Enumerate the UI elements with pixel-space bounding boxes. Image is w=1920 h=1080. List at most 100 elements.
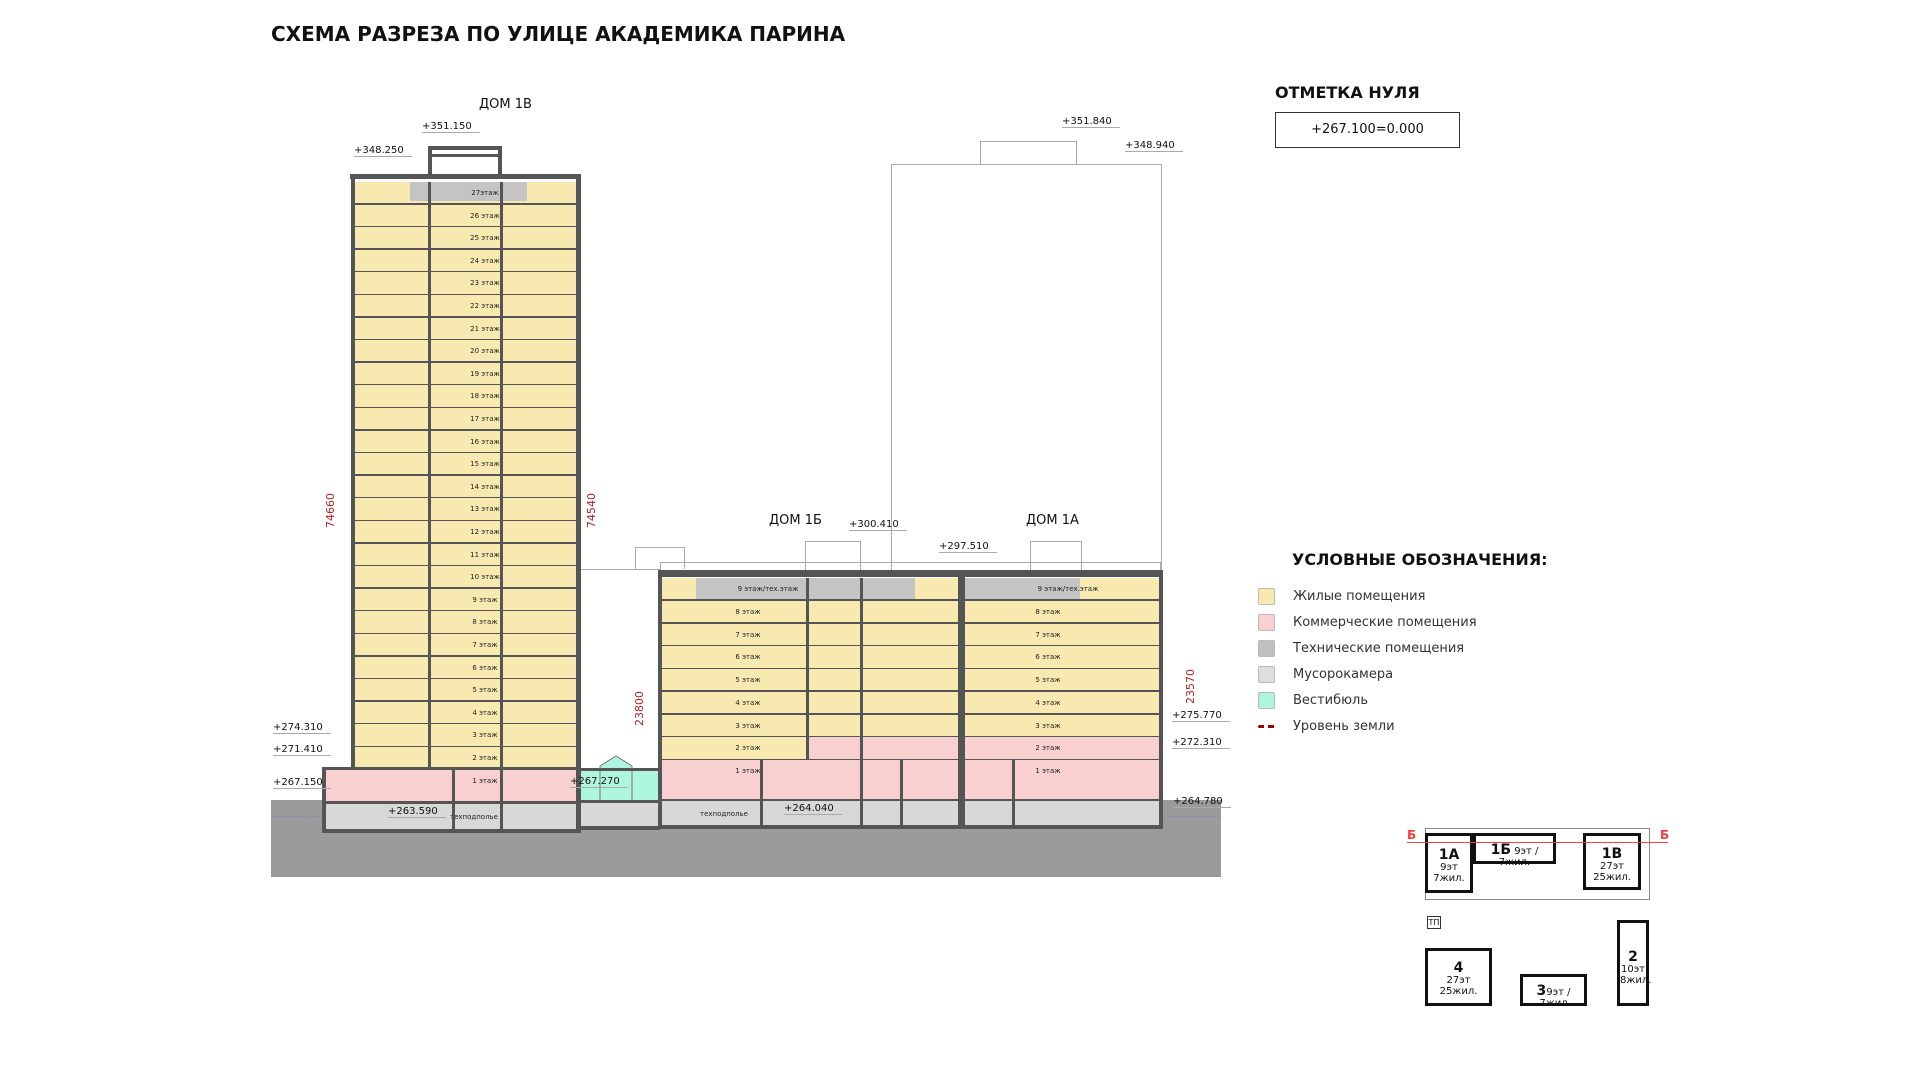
floor-label: 8 этаж [735,607,761,616]
elevation-mark: +297.510 [939,541,997,553]
floor-label: 20 этаж [470,347,500,356]
floor-label: 2 этаж [1035,744,1061,753]
mid-floor-segment [660,669,1161,692]
floor-label: 27этаж [471,189,499,197]
tower-floor: 4 этаж [353,701,578,725]
elevation-mark: +274.310 [273,722,331,734]
mid-floor-segment [961,578,1080,601]
basement-label: техподполье [450,813,498,821]
floor-label: 12 этаж [470,528,500,536]
tower-floor: 27этаж [353,182,578,205]
floor-label: 2 этаж [472,754,498,762]
tower-floor: 25 этаж [353,227,578,250]
legend-item: Уровень земли [1258,717,1395,735]
dimension-74540: 74540 [585,493,598,528]
floor-label: 25 этаж [470,234,500,243]
tower-floor: 9 этаж [353,588,578,612]
connector-box [635,547,685,569]
legend-label: Технические помещения [1293,640,1465,656]
elevation-mark: +267.270 [570,776,628,788]
tower-floor: 3 этаж [353,724,578,747]
roof-box-1b [805,541,861,570]
party-wall [958,570,965,829]
floor-label: 6 этаж [735,653,761,662]
slab [658,798,1163,802]
tower-floor: 17 этаж [353,408,578,431]
mid-floor-segment [806,737,1161,760]
floor-label: 7 этаж [472,641,498,649]
elevation-mark: +300.410 [849,519,907,531]
basement-label: техподполье [700,810,748,818]
tower-roof [350,174,581,179]
elevation-mark: +264.780 [1173,796,1231,808]
floor-label: 14 этаж [470,482,500,491]
legend-swatch [1258,587,1275,605]
floor-label: 22 этаж [470,302,500,310]
floor-label: 4 этаж [1035,698,1061,707]
slab [658,825,1163,829]
connector-line [581,569,660,570]
floor-label: 1 этаж [472,777,498,785]
wall [806,578,809,760]
floor-label: 11 этаж [470,550,500,559]
tower-floor: 5 этаж [353,679,578,702]
legend-item: Вестибюль [1258,691,1368,709]
floor-label: 9 этаж/тех.этаж [737,585,799,593]
zero-heading: ОТМЕТКА НУЛЯ [1275,83,1420,102]
wall [428,182,431,770]
floor-label: 9 этаж [472,595,498,604]
legend-label: Мусорокамера [1293,666,1394,682]
elevation-mark: +351.840 [1062,116,1120,128]
wall [576,176,581,833]
roof-slab [658,570,1163,577]
floor-label: 4 этаж [472,708,498,717]
elevation-mark: +351.150 [422,121,480,133]
wall [351,176,355,770]
section-mark-right: Б [1660,828,1670,842]
mid-parapet [660,562,1161,570]
tower-floor: 8 этаж [353,611,578,634]
floor-label: 3 этаж [1035,721,1061,730]
floor-label: 8 этаж [472,618,498,627]
tower-floor-1: 1 этаж [324,769,578,802]
legend-title: УСЛОВНЫЕ ОБОЗНАЧЕНИЯ: [1292,550,1548,569]
floor-label: 16 этаж [470,437,500,446]
floor-label: 5 этаж [472,686,498,695]
floor-label: 6 этаж [1035,653,1061,662]
tower-floor: 7 этаж [353,634,578,657]
floor-label: 17 этаж [470,415,500,423]
floor-label: 3 этаж [735,721,761,730]
slab [322,767,580,770]
tower-floor: 20 этаж [353,340,578,363]
tower-floor: 18 этаж [353,385,578,408]
mid-floor-segment [1080,578,1161,601]
dimension-74660: 74660 [324,493,337,528]
section-mark-left: Б [1407,828,1417,842]
mid-floor-segment [660,737,806,760]
elevation-mark: +271.410 [273,744,331,756]
tower-floor: 14 этаж [353,475,578,499]
floor-label: 8 этаж [1035,607,1061,616]
background-building-outline [891,164,1162,570]
tower-floor: 24 этаж [353,249,578,273]
floor-label: 21 этаж [470,324,500,333]
mid-floor-segment [660,714,1161,738]
floor-label: 23 этаж [470,279,500,288]
mid-floor-segment [660,578,696,601]
tower-floor: 23 этаж [353,272,578,295]
dashed-line-icon [1258,724,1275,728]
wall [860,760,863,827]
tower-floor: 21 этаж [353,317,578,341]
tower-floor: 2 этаж [353,747,578,770]
wall [452,769,455,831]
legend-swatch [1258,665,1275,683]
slab [578,800,660,803]
background-roof-box [980,141,1077,164]
wall [500,769,503,831]
site-building-3: 39эт / 7жил [1520,974,1587,1009]
legend-swatch [1258,613,1275,631]
wall [1012,760,1015,827]
floor-label: 18 этаж [470,392,500,401]
